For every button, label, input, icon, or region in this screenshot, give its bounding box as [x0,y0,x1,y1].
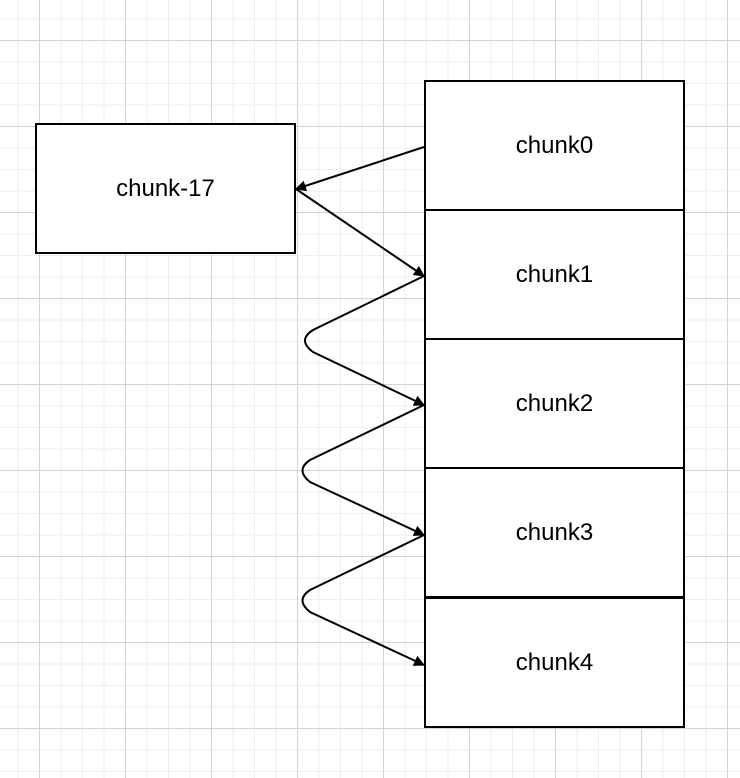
node-chunk3[interactable]: chunk3 [424,467,685,598]
node-chunk3-label: chunk3 [515,518,594,546]
node-chunk1-label: chunk1 [515,260,594,288]
node-chunk0[interactable]: chunk0 [424,80,685,211]
node-chunk0-label: chunk0 [515,131,594,159]
edge-chunk3-to-chunk4[interactable] [301,534,425,666]
edge-chunk1-to-chunk2[interactable] [304,275,425,406]
node-chunk-17-label: chunk-17 [116,174,215,202]
node-chunk1[interactable]: chunk1 [424,209,685,340]
node-chunk4-label: chunk4 [515,648,594,676]
node-chunk4[interactable]: chunk4 [424,597,685,728]
edge-chunk2-to-chunk3[interactable] [301,404,425,536]
edge-chunk-17-to-chunk1[interactable] [295,188,425,277]
node-chunk2-label: chunk2 [515,389,594,417]
edge-chunk0-to-chunk-17[interactable] [294,146,425,192]
node-chunk-17[interactable]: chunk-17 [35,123,296,254]
node-chunk2[interactable]: chunk2 [424,338,685,469]
